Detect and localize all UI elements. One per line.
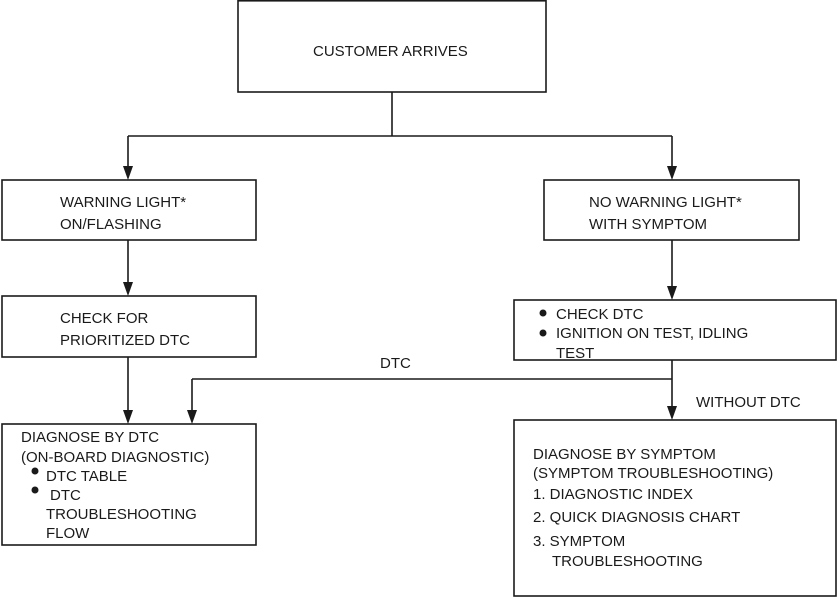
node-box xyxy=(1,295,257,358)
node-text-line-1: WARNING LIGHT* xyxy=(60,194,186,211)
node-diagnose-by-dtc: DIAGNOSE BY DTC (ON-BOARD DIAGNOSTIC) DT… xyxy=(1,423,257,546)
node-text-line-1: NO WARNING LIGHT* xyxy=(589,194,742,211)
node-box xyxy=(513,299,837,361)
node-box xyxy=(513,419,837,597)
node-item-3: 3. SYMPTOM xyxy=(533,533,625,550)
node-subtitle: (SYMPTOM TROUBLESHOOTING) xyxy=(533,465,773,482)
node-subtitle: (ON-BOARD DIAGNOSTIC) xyxy=(21,449,209,466)
node-item-2: 2. QUICK DIAGNOSIS CHART xyxy=(533,509,740,526)
node-text-line-2: WITH SYMPTOM xyxy=(589,216,707,233)
arrowhead-diagnose-dtc-1 xyxy=(123,410,133,424)
node-item-3-continuation: TROUBLESHOOTING xyxy=(552,553,703,570)
connectors xyxy=(123,92,677,424)
node-warning-light-on: WARNING LIGHT* ON/FLASHING xyxy=(1,179,257,241)
arrowhead-warning-on xyxy=(123,166,133,180)
bullet-icon xyxy=(31,467,39,475)
bullet-icon xyxy=(31,486,39,494)
node-text-line-2: PRIORITIZED DTC xyxy=(60,332,190,349)
node-box xyxy=(237,0,547,93)
node-diagnose-by-symptom: DIAGNOSE BY SYMPTOM (SYMPTOM TROUBLESHOO… xyxy=(513,419,837,597)
node-bullet-2-continuation: TEST xyxy=(556,345,594,362)
arrowhead-no-warning xyxy=(667,166,677,180)
edge-label-dtc: DTC xyxy=(380,355,411,372)
node-no-warning-light: NO WARNING LIGHT* WITH SYMPTOM xyxy=(543,179,800,241)
node-box xyxy=(543,179,800,241)
node-bullet-1: DTC TABLE xyxy=(46,468,127,485)
node-bullet-2: DTC xyxy=(50,487,81,504)
arrowhead-check-prioritized xyxy=(123,282,133,296)
node-item-1: 1. DIAGNOSTIC INDEX xyxy=(533,486,693,503)
node-bullet-2-continuation-1: TROUBLESHOOTING xyxy=(46,506,197,523)
node-title: DIAGNOSE BY SYMPTOM xyxy=(533,446,716,463)
arrowhead-check-dtc xyxy=(667,286,677,300)
node-bullet-2: IGNITION ON TEST, IDLING xyxy=(556,325,748,342)
node-text-line-1: CHECK FOR xyxy=(60,310,149,327)
node-bullet-1: CHECK DTC xyxy=(556,306,644,323)
node-title: DIAGNOSE BY DTC xyxy=(21,429,159,446)
node-box xyxy=(1,179,257,241)
node-box xyxy=(1,423,257,546)
node-text-line-2: ON/FLASHING xyxy=(60,216,162,233)
edge-label-without-dtc: WITHOUT DTC xyxy=(696,394,801,411)
node-check-prioritized-dtc: CHECK FOR PRIORITIZED DTC xyxy=(1,295,257,358)
node-bullet-2-continuation-2: FLOW xyxy=(46,525,90,542)
node-customer-arrives: CUSTOMER ARRIVES xyxy=(237,0,547,93)
arrowhead-diagnose-symptom xyxy=(667,406,677,420)
node-text: CUSTOMER ARRIVES xyxy=(313,43,468,60)
node-check-dtc: CHECK DTC IGNITION ON TEST, IDLING TEST xyxy=(513,299,837,362)
bullet-icon xyxy=(539,309,547,317)
bullet-icon xyxy=(539,329,547,337)
arrowhead-diagnose-dtc-2 xyxy=(187,410,197,424)
